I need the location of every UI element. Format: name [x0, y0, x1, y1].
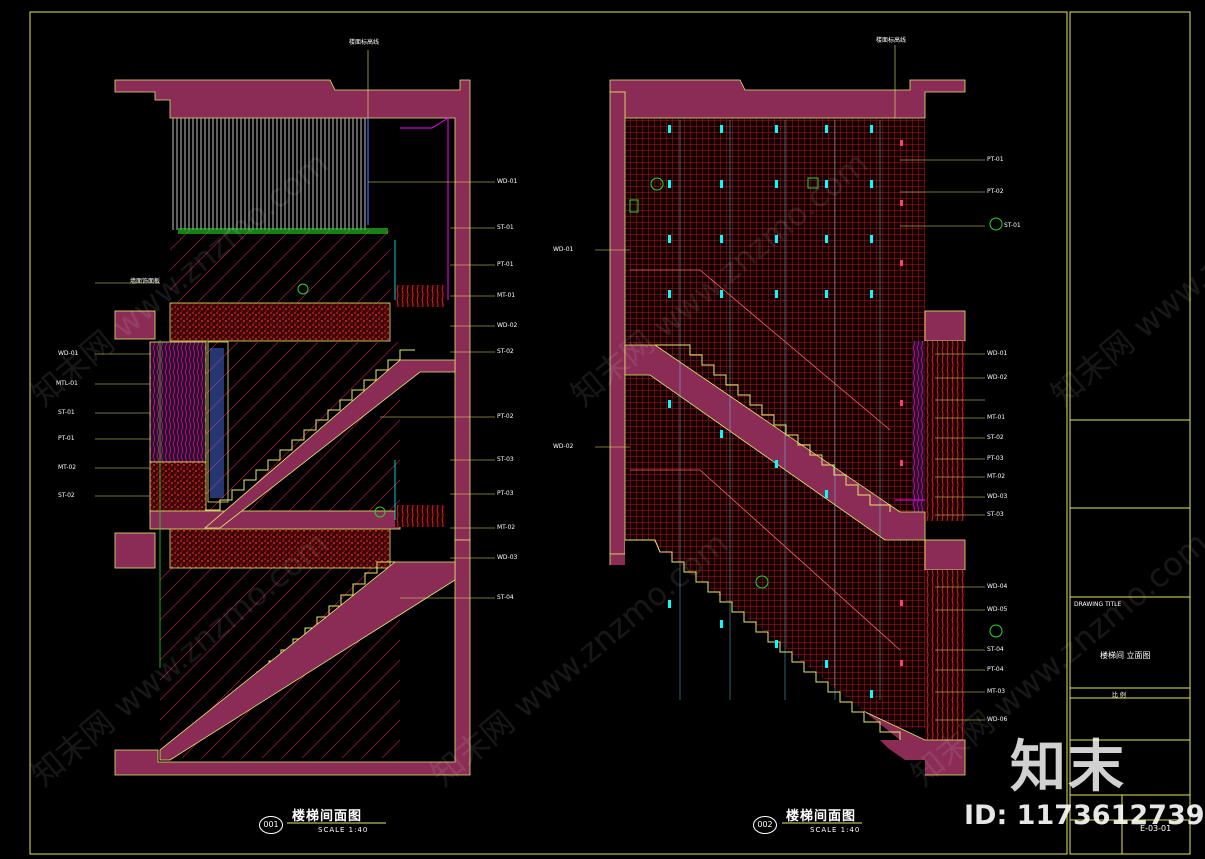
stair-section-001 — [95, 50, 495, 824]
callout-r1-001: WD-01 — [497, 178, 518, 185]
drawing-number-002: 002 — [753, 816, 777, 834]
callout-r3-001: PT-01 — [497, 261, 514, 268]
callout-rb6-002: WD-06 — [987, 716, 1008, 723]
callout-l2-001: MTL-01 — [56, 380, 78, 387]
callout-rb4-002: PT-04 — [987, 666, 1004, 673]
callout-r11-001: WD-03 — [497, 554, 518, 561]
stair-elevation-002 — [595, 45, 1003, 824]
title-block-label: DRAWING TITLE — [1074, 601, 1122, 608]
drawing-title-001: 楼梯间面图 — [292, 809, 363, 824]
watermark-logo: 知末 — [1010, 735, 1126, 800]
callout-rt2-002: PT-02 — [987, 188, 1004, 195]
left-label-mid-001: 墙面饰面板 — [130, 278, 161, 285]
callout-r6-001: ST-02 — [497, 348, 514, 355]
callout-left1-002: WD-01 — [553, 246, 574, 253]
callout-l4-001: PT-01 — [58, 435, 75, 442]
callout-rm5-002: PT-03 — [987, 455, 1004, 462]
callout-r2-001: ST-01 — [497, 224, 514, 231]
top-note-001: 楼面标高线 — [349, 39, 380, 46]
callout-l6-001: ST-02 — [58, 492, 75, 499]
callout-rm2-002: WD-02 — [987, 374, 1008, 381]
callout-r7-001: PT-02 — [497, 413, 514, 420]
callout-rm3-002: MT-01 — [987, 414, 1006, 421]
callout-r5-001: WD-02 — [497, 322, 518, 329]
callout-left2-002: WD-02 — [553, 443, 574, 450]
drawing-scale-001: SCALE 1:40 — [318, 826, 369, 834]
drawing-scale-002: SCALE 1:40 — [810, 826, 861, 834]
title-block-frame — [1069, 11, 1191, 855]
callout-rm1-002: WD-01 — [987, 350, 1008, 357]
title-block-drawing-no: E-03-01 — [1140, 824, 1172, 833]
callout-rm4-002: ST-02 — [987, 434, 1004, 441]
sheet-frame — [29, 11, 1068, 855]
title-block-scale-label: 比 例 — [1112, 692, 1126, 699]
callout-rb5-002: MT-03 — [987, 688, 1006, 695]
drawing-number-001: 001 — [259, 816, 283, 834]
callout-rt3-002: ST-01 — [1004, 222, 1021, 229]
drawing-title-002: 楼梯间面图 — [786, 809, 857, 824]
callout-rt1-002: PT-01 — [987, 156, 1004, 163]
callout-r10-001: MT-02 — [497, 524, 516, 531]
callout-rb1-002: WD-04 — [987, 583, 1008, 590]
callout-rm8-002: ST-03 — [987, 511, 1004, 518]
callout-r4-001: MT-01 — [497, 292, 516, 299]
title-block-drawing-title: 楼梯间 立面图 — [1100, 651, 1151, 660]
top-note-002: 楼面标高线 — [876, 37, 907, 44]
callout-rb3-002: ST-04 — [987, 646, 1004, 653]
watermark-id: ID: 1173612739 — [964, 800, 1205, 831]
callout-l3-001: ST-01 — [58, 409, 75, 416]
callout-l5-001: MT-02 — [58, 464, 77, 471]
callout-rm7-002: WD-03 — [987, 493, 1008, 500]
callout-rm6-002: MT-02 — [987, 473, 1006, 480]
callout-r8-001: ST-03 — [497, 456, 514, 463]
callout-l1-001: WD-01 — [58, 350, 79, 357]
callout-r9-001: PT-03 — [497, 490, 514, 497]
callout-r12-001: ST-04 — [497, 594, 514, 601]
callout-rb2-002: WD-05 — [987, 606, 1008, 613]
